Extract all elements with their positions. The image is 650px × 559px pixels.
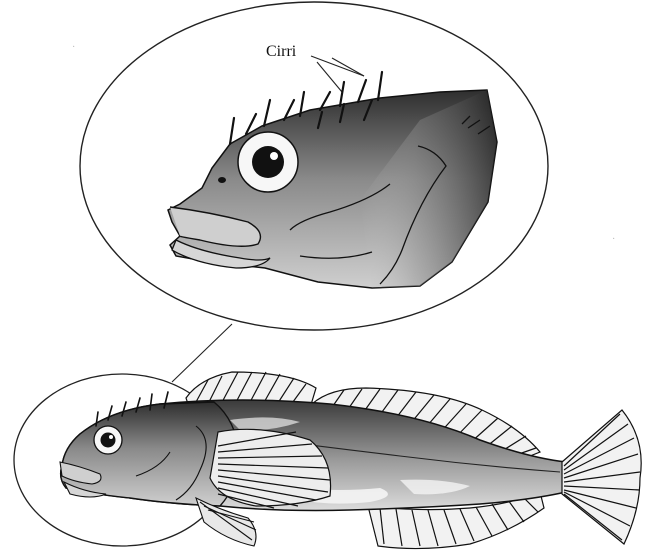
full-fish — [14, 372, 641, 549]
nostril — [218, 177, 226, 183]
head-inset: Cirri — [80, 2, 548, 330]
small-eye-pupil — [101, 433, 116, 448]
scan-artifact: · — [72, 42, 75, 53]
cirri-label: Cirri — [266, 43, 297, 60]
eye-highlight — [270, 152, 278, 160]
scan-artifact: · — [612, 234, 615, 245]
eye-pupil — [252, 146, 284, 178]
connector-line — [172, 324, 232, 382]
small-eye-highlight — [109, 435, 113, 439]
